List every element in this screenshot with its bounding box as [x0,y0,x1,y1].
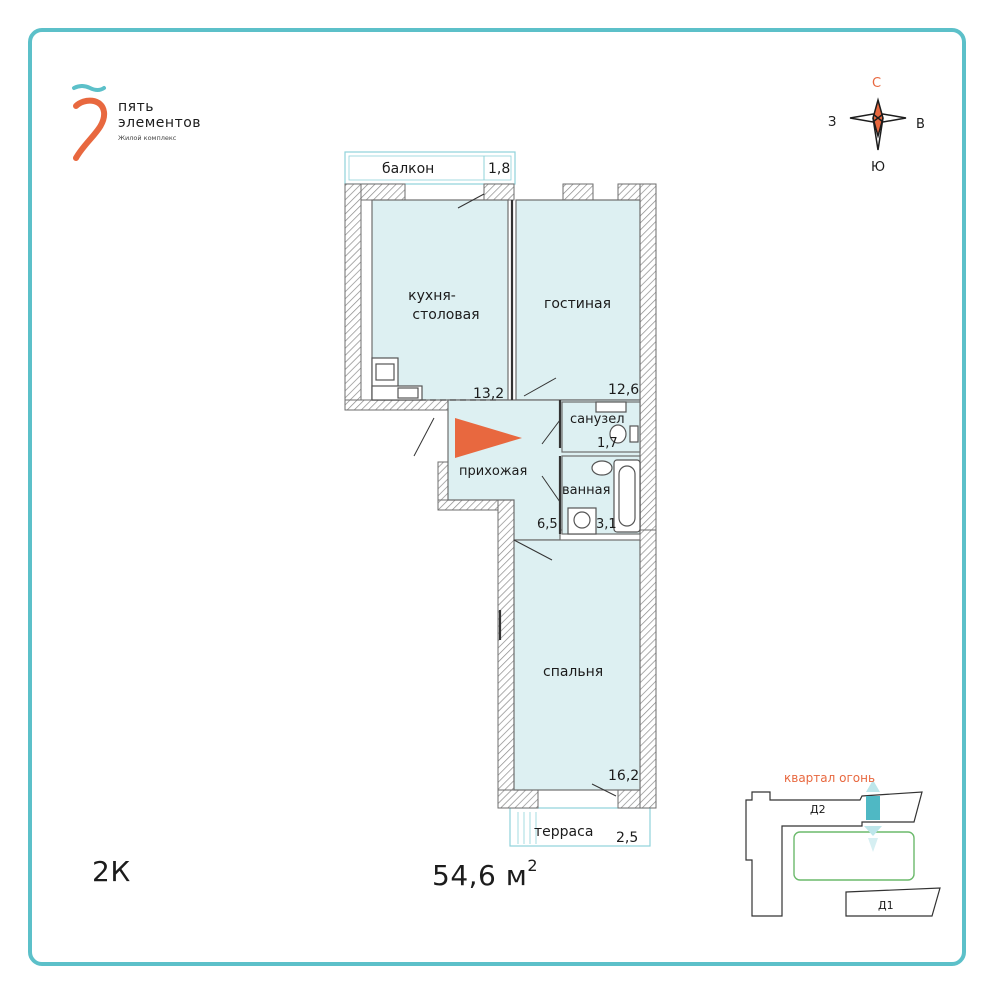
logo-subtitle: Жилой комплекс [118,134,177,142]
living-label: гостиная [544,296,612,312]
toilet-area: 1,7 [597,436,618,451]
building-d1 [845,887,941,917]
hall-label: прихожая [459,464,528,479]
bath-area: 3,1 [596,517,617,532]
site-map-quarter-label: квартал огонь [784,771,876,785]
apartment-type: 2К [92,855,131,888]
terrace-label: терраса [534,824,594,840]
site-map [745,780,941,917]
compass-west: З [828,115,837,130]
total-area-unit: 2 [527,856,539,875]
wall-left-kitchen [344,183,362,409]
logo-text-line2: элементов [118,115,202,131]
room-toilet [561,401,641,453]
bedroom-label: спальня [543,664,604,680]
sink-fixture [591,460,613,476]
wall-left-bedroom [497,499,515,809]
courtyard [793,831,915,881]
room-living [515,199,641,401]
terrace-outline [509,807,651,847]
page-frame [28,28,966,966]
toilet-fixture [595,401,627,413]
living-area: 12,6 [608,382,640,398]
logo: пять элементов Жилой комплекс [70,84,230,164]
terrace-area: 2,5 [616,830,639,846]
compass-north: С [872,76,882,91]
total-area: 54,6 м2 [432,856,538,892]
compass-south: Ю [871,160,886,175]
kitchen-label-line2: столовая [412,307,480,323]
bath-label: ванная [562,483,611,498]
site-map-d2-label: Д2 [810,803,826,816]
compass-east: В [916,117,925,132]
hall-area: 6,5 [537,517,558,532]
logo-text-line1: пять [118,99,154,115]
balcony-outline [344,151,516,185]
site-map-d1-label: Д1 [878,899,894,912]
bedroom-area: 16,2 [608,768,640,784]
wall-right-bedroom [639,529,657,809]
room-bedroom [513,539,641,791]
compass-rose-icon [849,97,907,151]
balcony-label: балкон [382,161,435,177]
kitchen-area: 13,2 [473,386,505,402]
building-d2 [745,791,923,917]
total-area-value: 54,6 м [432,859,528,892]
toilet-label: санузел [570,412,625,427]
logo-mark-icon [72,84,108,161]
balcony-area: 1,8 [488,161,511,177]
kitchen-fixtures [371,357,423,401]
map-highlight [866,796,880,820]
wall-right [639,183,657,541]
entrance-arrow-icon [455,418,522,458]
kitchen-label-line1: кухня- [408,288,456,304]
